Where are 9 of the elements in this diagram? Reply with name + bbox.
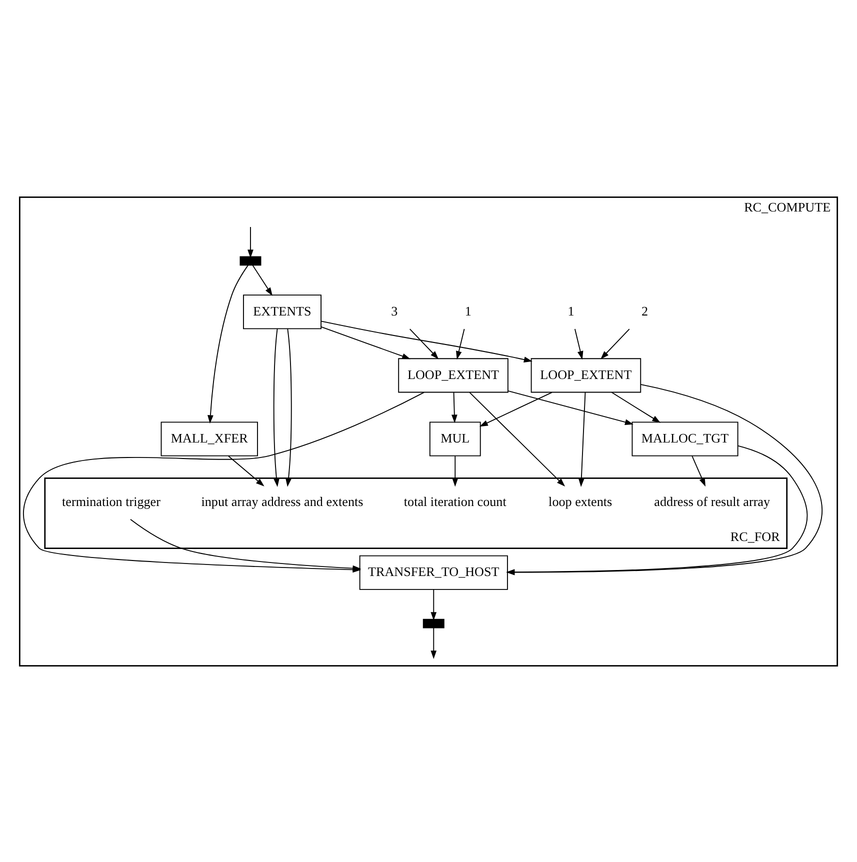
node-text: 2 — [642, 302, 648, 318]
node-text: total iteration count — [404, 493, 506, 508]
node-text: 1 — [464, 302, 472, 318]
node-text: 3 — [391, 302, 398, 318]
node-text: termination trigger — [62, 493, 160, 508]
node-text: address of result array — [654, 493, 770, 508]
node-text: loop extents — [548, 493, 612, 508]
node-text: input array address and extents — [201, 493, 364, 508]
node-text: 1 — [568, 302, 574, 318]
